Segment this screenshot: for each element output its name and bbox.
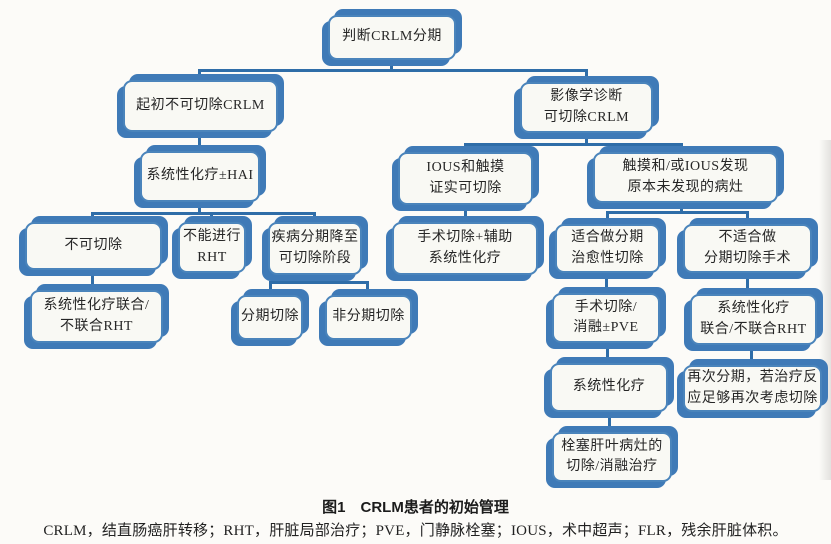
- node-sys-chemo-rht-right: 系统性化疗 联合/不联合RHT: [690, 294, 817, 345]
- node-fit-staged-curative: 适合做分期 治愈性切除: [555, 224, 660, 273]
- figure-caption: 图1 CRLM患者的初始管理: [322, 499, 509, 516]
- node-embolized-lobe-treatment: 栓塞肝叶病灶的 切除/消融治疗: [552, 432, 672, 482]
- connector-line: [91, 268, 94, 292]
- connector-line: [313, 273, 316, 284]
- connector-line: [269, 281, 369, 284]
- connector-line: [91, 212, 316, 215]
- connector-line: [390, 59, 393, 72]
- connector-line: [198, 200, 201, 215]
- node-palpation-ious-found: 触摸和/或IOUS发现 原本未发现的病灶: [593, 152, 778, 203]
- connector-line: [606, 211, 749, 214]
- connector-line: [198, 130, 201, 153]
- connector-line: [606, 211, 609, 226]
- node-cannot-rht: 不能进行 RHT: [178, 222, 246, 273]
- node-staged-resection: 分期切除: [237, 295, 303, 340]
- connector-line: [680, 201, 683, 214]
- node-surgery-adjuvant-chemo: 手术切除+辅助 系统性化疗: [392, 222, 538, 275]
- connector-line: [608, 410, 611, 434]
- connector-line: [464, 143, 683, 146]
- node-non-staged-resection: 非分期切除: [325, 295, 412, 340]
- connector-line: [269, 281, 272, 297]
- connector-line: [198, 69, 588, 72]
- node-root: 判断CRLM分期: [328, 15, 456, 60]
- figure-abbreviations: CRLM，结直肠癌肝转移；RHT，肝脏局部治疗；PVE，门静脉栓塞；IOUS，术…: [43, 523, 788, 539]
- node-ious-palpation-confirm: IOUS和触摸 证实可切除: [398, 152, 533, 205]
- node-unfit-staged-resection: 不适合做 分期切除手术: [683, 224, 812, 273]
- connector-line: [585, 69, 588, 84]
- connector-line: [198, 69, 201, 82]
- connector-line: [746, 211, 749, 226]
- connector-line: [750, 343, 753, 367]
- connector-line: [680, 143, 683, 154]
- node-downstaged-resectable: 疾病分期降至 可切除阶段: [268, 222, 362, 275]
- connector-line: [464, 203, 467, 224]
- connector-line: [585, 131, 588, 145]
- connector-line: [606, 341, 609, 365]
- connector-line: [464, 143, 467, 154]
- node-initially-unresectable: 起初不可切除CRLM: [123, 80, 278, 132]
- node-unresectable: 不可切除: [25, 222, 162, 270]
- node-systemic-chemo-hai: 系统性化疗±HAI: [140, 151, 260, 202]
- connector-line: [313, 212, 316, 224]
- page-edge-shading: [819, 140, 831, 480]
- node-resection-ablation-pve: 手术切除/ 消融±PVE: [552, 293, 660, 343]
- connector-line: [210, 212, 213, 224]
- connector-line: [746, 271, 749, 296]
- connector-line: [91, 212, 94, 224]
- node-restage-consider-resection: 再次分期，若治疗反 应足够再次考虑切除: [683, 365, 822, 412]
- connector-line: [366, 281, 369, 297]
- node-imaging-resectable: 影像学诊断 可切除CRLM: [520, 82, 653, 133]
- connector-line: [605, 271, 608, 295]
- node-systemic-chemo: 系统性化疗: [550, 363, 668, 412]
- node-sys-chemo-rht-left: 系统性化疗联合/ 不联合RHT: [30, 290, 163, 343]
